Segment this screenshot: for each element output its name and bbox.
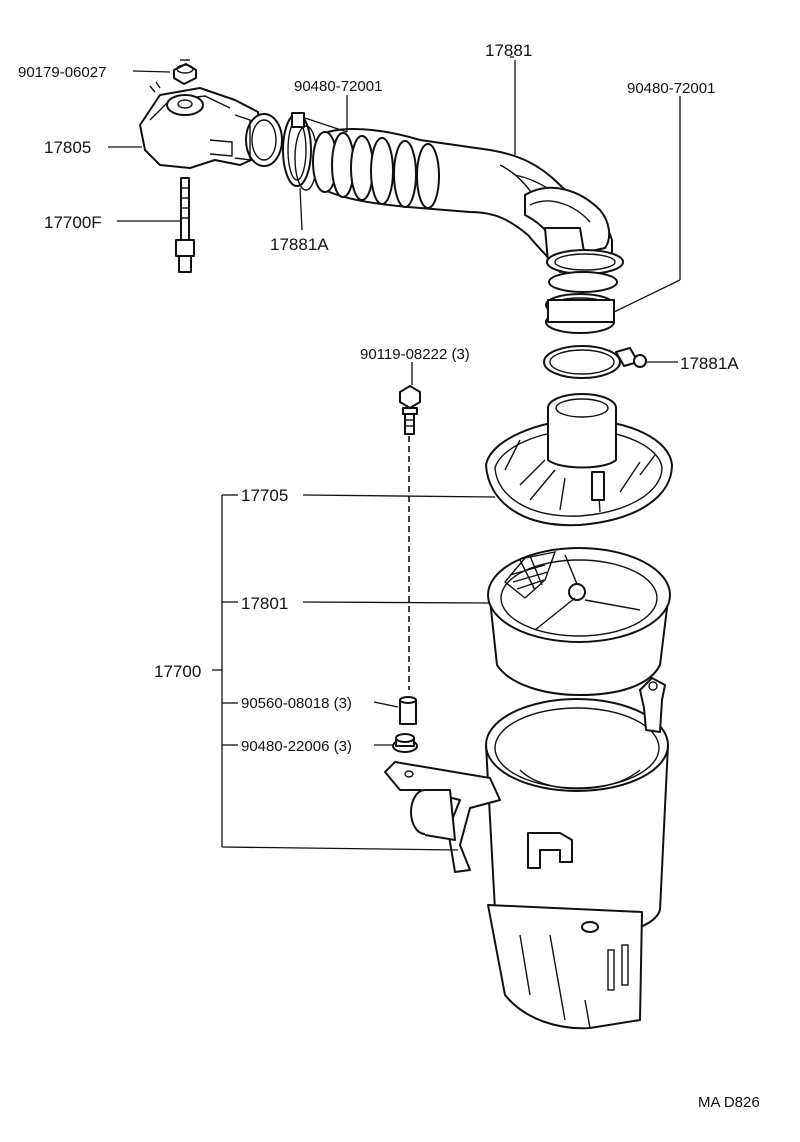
diagram-code: MA D826 [698,1094,760,1111]
label-90119-08222: 90119-08222 (3) [360,346,470,363]
label-17700: 17700 [154,662,201,681]
cap-17705 [485,393,673,527]
nut-90179 [173,59,197,85]
label-17700F: 17700F [44,213,102,232]
gasket-17881A-right [543,345,647,379]
stud-bolt-17700F [175,177,195,273]
intake-hose-17881 [312,128,624,293]
hose-clamp-right [545,293,615,334]
label-90560-08018: 90560-08018 (3) [241,695,352,712]
grommet-90480 [392,733,418,753]
filter-element-17801 [487,547,671,696]
label-90480-72001-right: 90480-72001 [627,80,715,97]
label-17801: 17801 [241,594,288,613]
hose-clamp-left [282,112,312,187]
bolt-90119 [399,385,421,690]
label-17805: 17805 [44,138,91,157]
label-17881: 17881 [485,41,532,60]
label-90480-72001-left: 90480-72001 [294,78,382,95]
label-90480-22006: 90480-22006 (3) [241,738,352,755]
collar-90560 [399,696,417,725]
label-17881A-right: 17881A [680,354,739,373]
label-17705: 17705 [241,486,288,505]
label-17881A-left: 17881A [270,235,329,254]
label-90179-06027: 90179-06027 [18,64,106,81]
case-17700 [384,677,669,1030]
intake-connector-17805 [139,81,283,169]
leader-lines [108,56,681,851]
